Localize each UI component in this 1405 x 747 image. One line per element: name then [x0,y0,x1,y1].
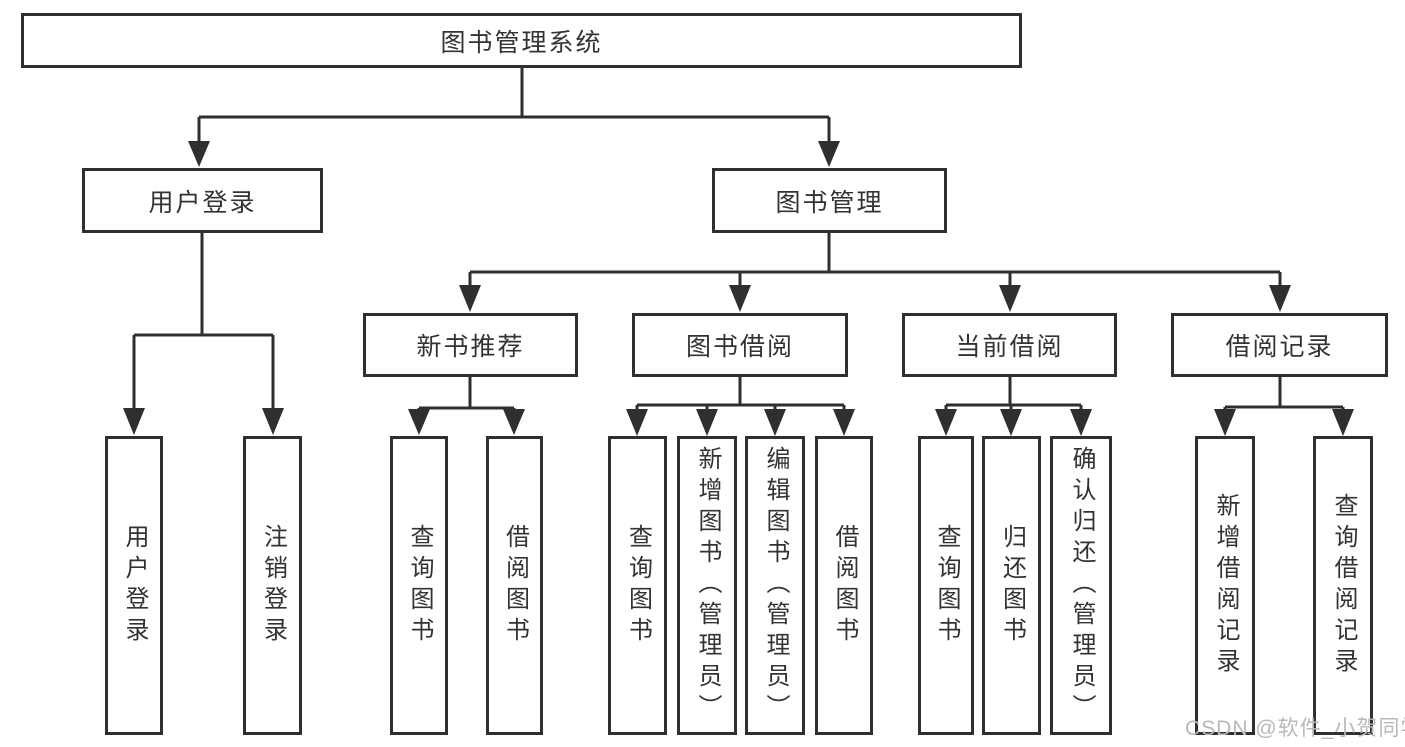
leaf-return-books: 归还图书 [982,436,1041,735]
leaf-add-books-admin-label: 新增图书（管理员） [694,446,721,725]
leaf-borrow-books-1: 借阅图书 [486,436,543,735]
node-book-management-label: 图书管理 [775,188,884,217]
arrowhead [123,408,145,435]
arrowhead [818,141,840,167]
leaf-edit-books-admin: 编辑图书（管理员） [745,436,805,735]
leaf-query-books-3-label: 查询图书 [933,523,960,648]
leaf-logout: 注销登录 [243,436,302,735]
node-borrowing-records: 借阅记录 [1171,313,1388,377]
node-book-management: 图书管理 [712,168,947,233]
node-current-borrowing: 当前借阅 [902,313,1117,377]
arrowhead [1214,409,1236,436]
leaf-return-books-label: 归还图书 [998,523,1026,648]
arrowhead [1070,409,1092,436]
arrowhead [408,409,430,435]
arrowhead [262,408,284,435]
arrowhead [696,409,718,436]
node-current-borrowing-label: 当前借阅 [955,333,1064,361]
node-user-login: 用户登录 [82,168,323,233]
leaf-query-books-3: 查询图书 [918,436,974,735]
arrowhead [626,409,648,436]
leaf-add-borrow-record: 新增借阅记录 [1195,436,1255,735]
node-book-borrowing-label: 图书借阅 [685,333,794,361]
arrowhead [1269,285,1291,312]
leaf-query-books-2: 查询图书 [608,436,667,735]
arrowhead [188,141,210,167]
arrowhead [459,285,481,312]
leaf-add-borrow-record-label: 新增借阅记录 [1212,492,1239,679]
arrowhead [833,409,855,436]
leaf-borrow-books-1-label: 借阅图书 [501,523,529,648]
leaf-edit-books-admin-label: 编辑图书（管理员） [762,446,789,725]
node-root-label: 图书管理系统 [440,28,603,57]
arrowhead [764,409,786,436]
node-root: 图书管理系统 [21,13,1022,68]
leaf-query-borrow-record: 查询借阅记录 [1313,436,1373,735]
leaf-query-books-2-label: 查询图书 [624,523,652,648]
arrowhead [1000,409,1022,436]
arrowhead [1332,409,1354,436]
leaf-query-borrow-record-label: 查询借阅记录 [1330,492,1357,679]
leaf-borrow-books-2-label: 借阅图书 [831,523,858,648]
leaf-confirm-return-admin: 确认归还（管理员） [1050,436,1112,735]
node-book-borrowing: 图书借阅 [632,313,848,377]
leaf-user-login-label: 用户登录 [121,523,148,648]
node-borrowing-records-label: 借阅记录 [1225,333,1334,361]
leaf-add-books-admin: 新增图书（管理员） [677,436,737,735]
leaf-query-books-1-label: 查询图书 [406,523,433,648]
arrowhead [935,409,957,436]
leaf-borrow-books-2: 借阅图书 [815,436,873,735]
watermark: CSDN @软件_小贺同学 [1185,717,1405,740]
leaf-query-books-1: 查询图书 [390,436,448,735]
node-new-book-recommend-label: 新书推荐 [416,333,525,361]
leaf-logout-label: 注销登录 [259,523,287,648]
arrowhead [729,285,751,312]
arrowhead [999,285,1021,312]
arrowhead [503,409,525,435]
leaf-confirm-return-admin-label: 确认归还（管理员） [1068,446,1095,725]
node-user-login-label: 用户登录 [148,188,257,217]
leaf-user-login: 用户登录 [105,436,163,735]
node-new-book-recommend: 新书推荐 [363,313,578,377]
